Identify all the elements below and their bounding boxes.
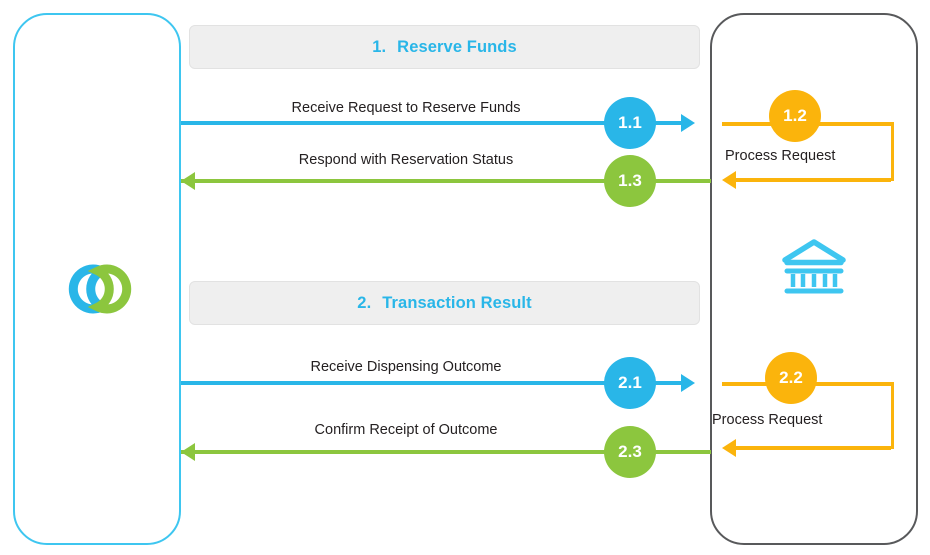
step-circle-1-3[interactable]: 1.3 <box>604 155 656 207</box>
step-circle-2-3[interactable]: 2.3 <box>604 426 656 478</box>
arrow-head-1-1 <box>681 114 695 132</box>
process-loop-right-1-2 <box>890 122 894 181</box>
section-number: 1. <box>372 37 387 56</box>
message-label-1-1: Receive Request to Reserve Funds <box>291 100 521 116</box>
bank-icon <box>782 239 846 294</box>
message-line-2-1 <box>181 381 681 385</box>
message-line-1-1 <box>181 121 681 125</box>
step-circle-1-1[interactable]: 1.1 <box>604 97 656 149</box>
message-label-2-1: Receive Dispensing Outcome <box>310 359 502 375</box>
process-label-2-2: Process Request <box>712 412 823 428</box>
section-title: Reserve Funds <box>397 37 517 56</box>
arrow-head-2-1 <box>681 374 695 392</box>
arrow-head-2-2 <box>722 439 736 457</box>
section-header-transaction-result: 2. Transaction Result <box>189 281 700 325</box>
step-circle-1-2[interactable]: 1.2 <box>769 90 821 142</box>
process-loop-bottom-2-2 <box>736 446 891 450</box>
section-number: 2. <box>357 293 372 312</box>
section-header-reserve-funds: 1. Reserve Funds <box>189 25 700 69</box>
message-line-1-3 <box>181 179 711 183</box>
arrow-head-1-3 <box>181 172 195 190</box>
interlocking-rings-logo <box>68 264 132 314</box>
section-title: Transaction Result <box>382 293 532 312</box>
step-circle-2-1[interactable]: 2.1 <box>604 357 656 409</box>
message-line-2-3 <box>181 450 711 454</box>
step-circle-2-2[interactable]: 2.2 <box>765 352 817 404</box>
message-label-2-3: Confirm Receipt of Outcome <box>314 422 498 438</box>
message-label-1-3: Respond with Reservation Status <box>298 152 514 168</box>
arrow-head-2-3 <box>181 443 195 461</box>
arrow-head-1-2 <box>722 171 736 189</box>
process-loop-right-2-2 <box>890 382 894 449</box>
process-label-1-2: Process Request <box>725 148 836 164</box>
process-loop-bottom-1-2 <box>736 178 891 182</box>
